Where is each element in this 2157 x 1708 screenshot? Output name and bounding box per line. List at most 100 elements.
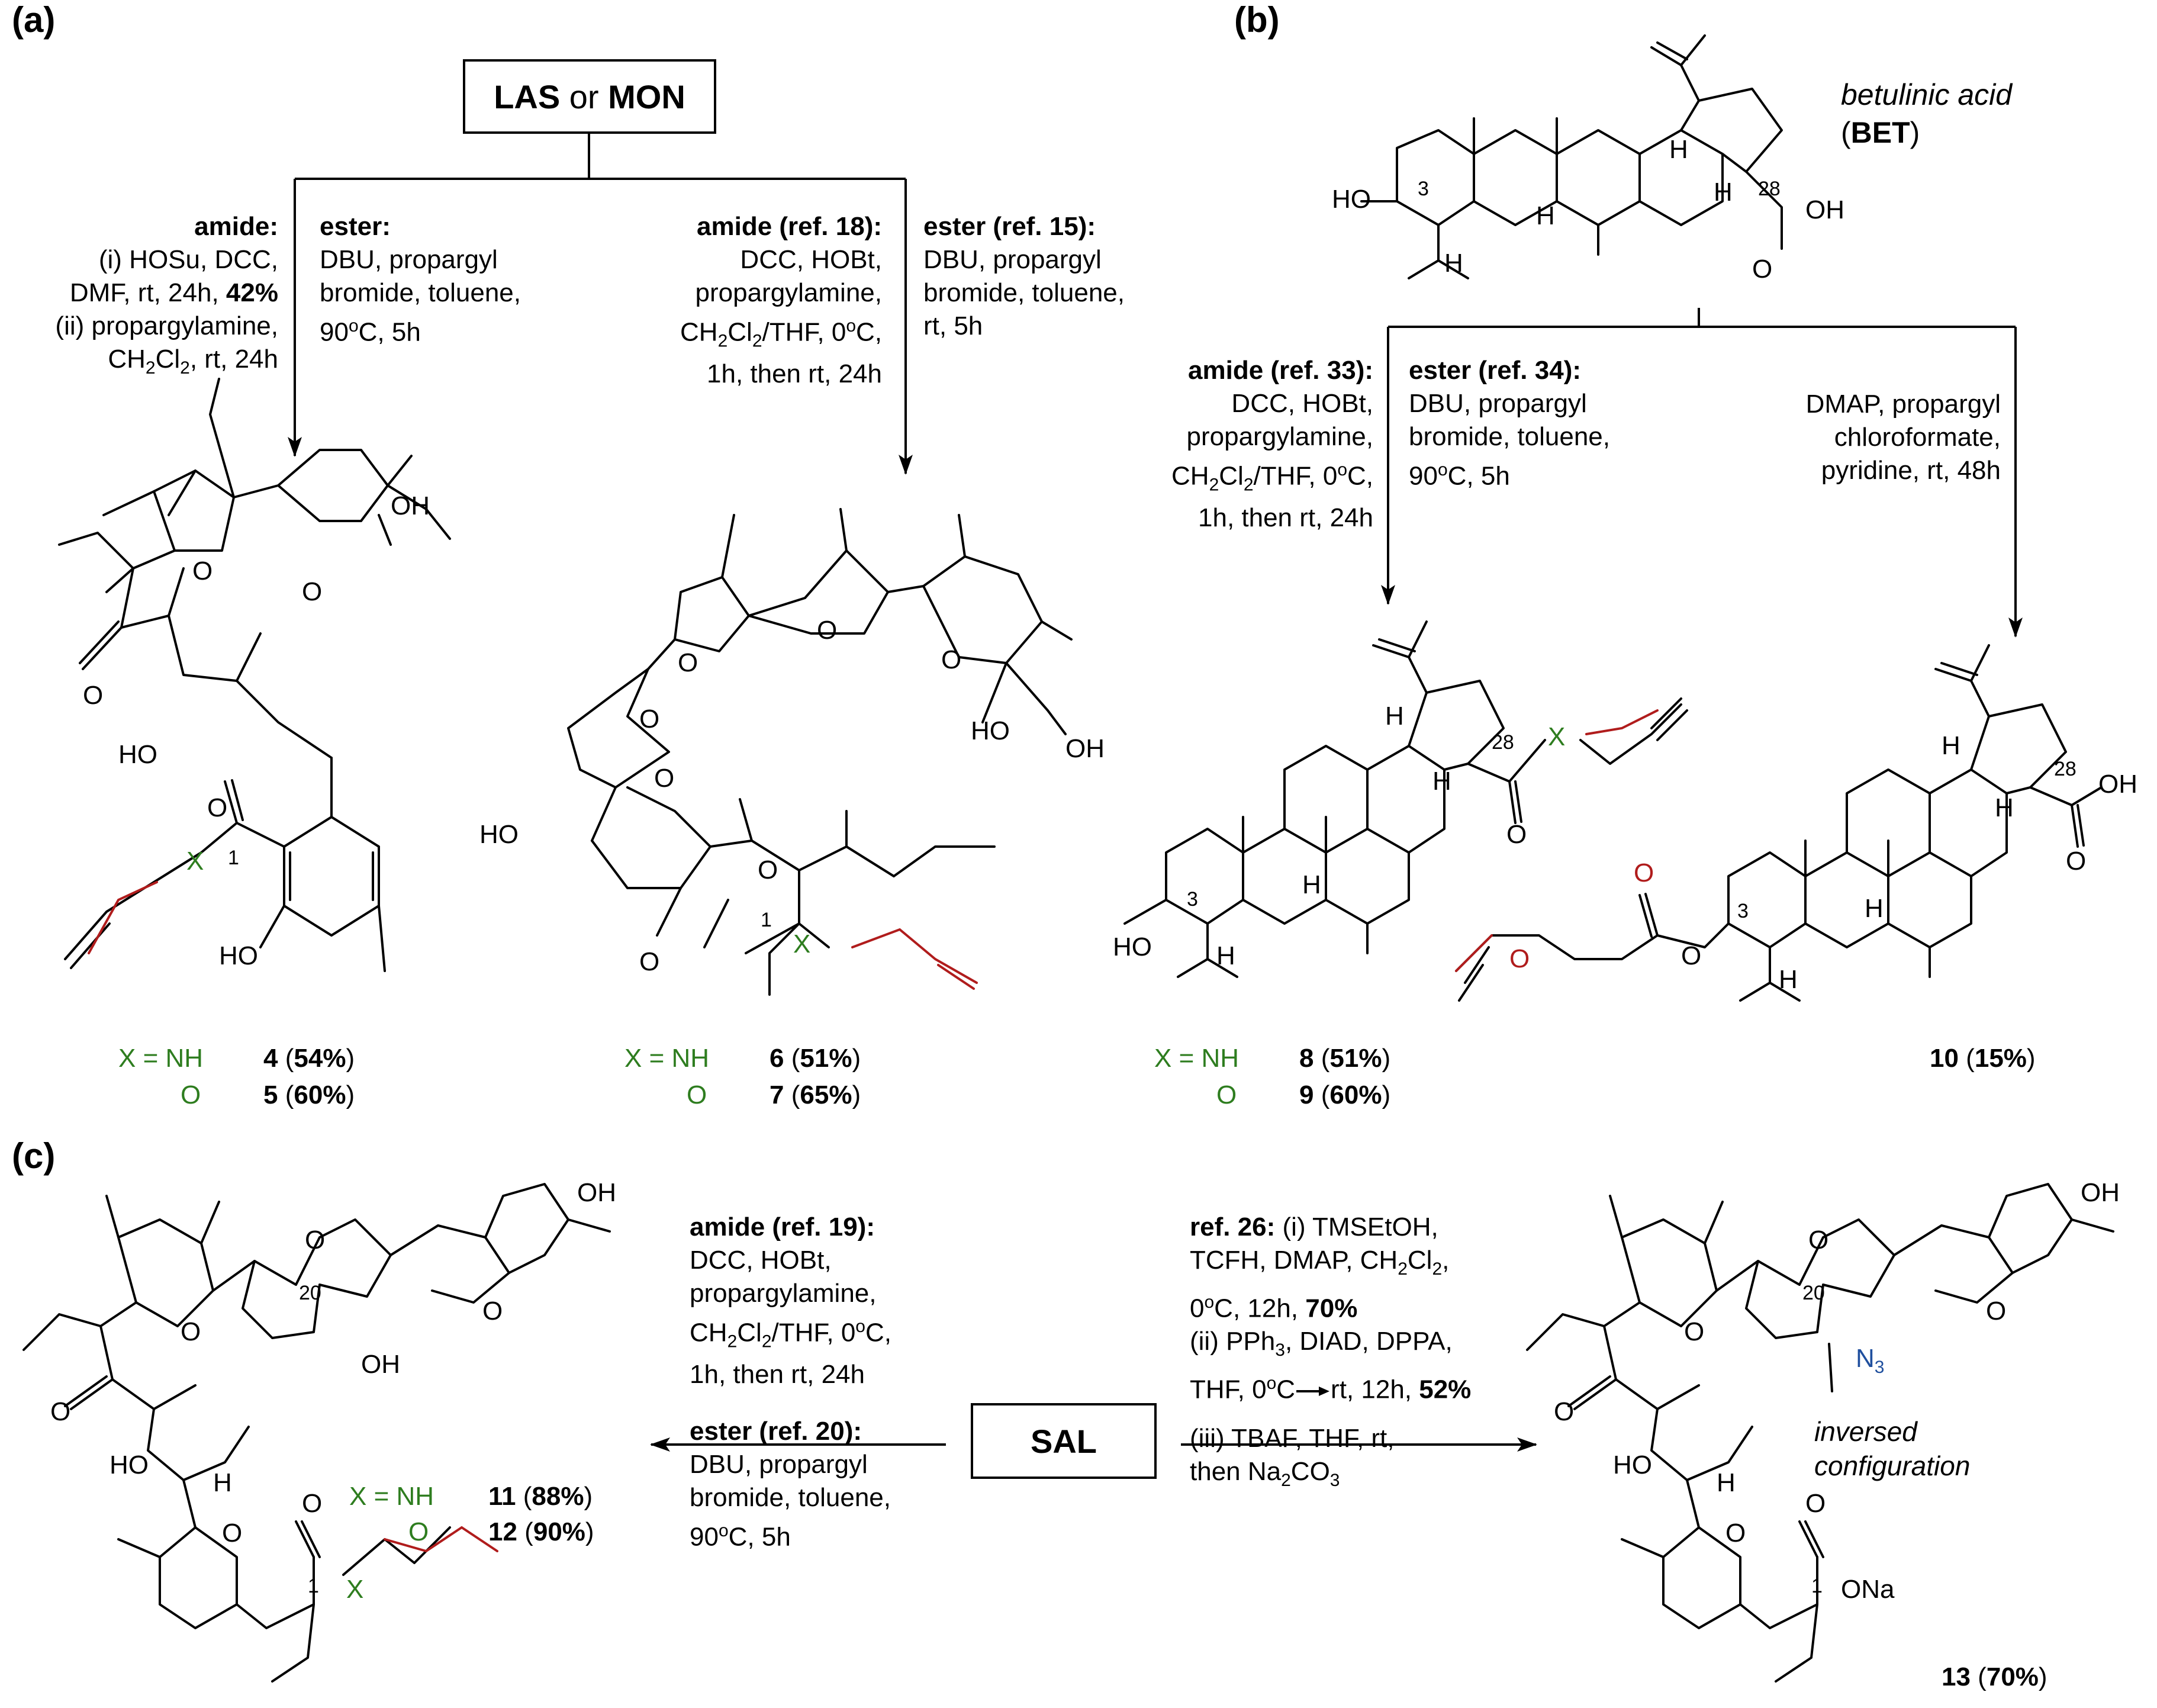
- mon-propargyl: [851, 928, 978, 990]
- a-amide18-l1: DCC, HOBt,: [740, 245, 882, 274]
- or-label: or: [560, 78, 609, 115]
- cmpd-4: 4: [263, 1044, 278, 1073]
- p13-o4: O: [1725, 1519, 1746, 1548]
- p8-h3: H: [1385, 702, 1404, 731]
- b-amide-ref33-conditions: amide (ref. 33): DCC, HOBt, propargylami…: [1113, 354, 1373, 535]
- p10-h4: H: [1995, 793, 2014, 822]
- p13-oh-top: OH: [2081, 1178, 2120, 1207]
- a-amide18-l3: CH2Cl2/THF, 0oC,: [680, 316, 882, 351]
- bet-h4: H: [1714, 178, 1733, 207]
- bet-h1: H: [1444, 249, 1463, 278]
- betulinic-carbonate-structure: [1455, 644, 2103, 1002]
- mon-ho: HO: [971, 716, 1010, 745]
- panel-c-label: (c): [12, 1136, 56, 1176]
- yield-4: 54%: [294, 1044, 346, 1073]
- b-ester34-head: ester (ref. 34):: [1409, 356, 1582, 385]
- b-res1-o: O: [1216, 1080, 1237, 1109]
- cmpd-6: 6: [770, 1044, 784, 1073]
- las-x: X: [186, 847, 204, 876]
- yield-12: 90%: [533, 1517, 585, 1546]
- c-left-l7: 90oC, 5h: [690, 1521, 791, 1552]
- b-ester34-l1: DBU, propargyl: [1409, 389, 1587, 418]
- bet-ho: HO: [1332, 185, 1371, 214]
- c-right-l1-text: (i) TMSEtOH,: [1275, 1212, 1438, 1241]
- las-ketone-o: O: [83, 681, 104, 710]
- sal-ketone-o: O: [50, 1397, 71, 1426]
- sal-oh: OH: [361, 1350, 400, 1379]
- sal-propargyl: [384, 1526, 498, 1553]
- a-amide-head: amide:: [194, 212, 278, 241]
- c-right-l2: TCFH, DMAP, CH2Cl2,: [1190, 1246, 1450, 1279]
- a-res1-line1: 4 (54%): [263, 1044, 355, 1073]
- p13-o3: O: [1986, 1297, 2007, 1326]
- sal-carbonyl-o: O: [302, 1489, 323, 1518]
- p13-c20: 20: [1802, 1282, 1825, 1304]
- bet-abbrev: BET: [1850, 116, 1910, 149]
- b-amide33-l3: CH2Cl2/THF, 0oC,: [1171, 460, 1373, 495]
- bet-oh: OH: [1805, 195, 1844, 224]
- p10-oh: OH: [2098, 770, 2137, 799]
- p13-h: H: [1717, 1468, 1736, 1497]
- p13-ketone-o: O: [1554, 1397, 1575, 1426]
- cmpd-13: 13: [1942, 1662, 1971, 1691]
- c-right-l7: then Na2CO3: [1190, 1456, 1340, 1490]
- las-oh-top: OH: [391, 491, 430, 520]
- c-ester20-head: ester (ref. 20):: [690, 1417, 862, 1446]
- mon-o5: O: [654, 764, 675, 793]
- bet-o: O: [1752, 255, 1773, 284]
- cmpd-9: 9: [1299, 1080, 1314, 1109]
- mon-oh: OH: [1065, 734, 1105, 763]
- sal-o1: O: [181, 1317, 201, 1346]
- cmpd-12: 12: [488, 1517, 517, 1546]
- a-ester-ref15-conditions: ester (ref. 15): DBU, propargyl bromide,…: [923, 210, 1125, 343]
- a-ester15-l3: rt, 5h: [923, 311, 983, 340]
- a-ester15-head: ester (ref. 15):: [923, 212, 1096, 241]
- p8-x: X: [1548, 722, 1566, 751]
- a-ester15-l2: bromide, toluene,: [923, 278, 1125, 307]
- inversed-note-line2: configuration: [1814, 1450, 1971, 1481]
- a-ester15-l1: DBU, propargyl: [923, 245, 1102, 274]
- p13-o1: O: [1684, 1317, 1705, 1346]
- a-ester-l1: DBU, propargyl: [320, 245, 498, 274]
- las-o2: O: [302, 577, 323, 606]
- c-res1-line2: 12 (90%): [488, 1517, 594, 1546]
- a-ester-l3: 90oC, 5h: [320, 316, 421, 347]
- bet-amide-propargyl: [1585, 709, 1659, 735]
- sal-o3: O: [482, 1297, 503, 1326]
- sal-o4: O: [222, 1519, 243, 1548]
- b-carbonate-conditions: DMAP, propargyl chloroformate, pyridine,…: [1776, 388, 2001, 487]
- betulinic-amide-structure: [1123, 620, 1688, 978]
- c-ref26-head: ref. 26:: [1190, 1212, 1276, 1241]
- p8-h2: H: [1302, 870, 1321, 899]
- p10-h3: H: [1942, 731, 1960, 760]
- p10-o: O: [2066, 847, 2087, 876]
- las-o1: O: [192, 557, 213, 586]
- a-ester-head: ester:: [320, 212, 391, 241]
- c-left-conditions: amide (ref. 19): DCC, HOBt, propargylami…: [690, 1211, 891, 1554]
- bet-title-line1: betulinic acid: [1841, 78, 2013, 111]
- mon-o3: O: [941, 645, 962, 674]
- a-amide-conditions: amide: (i) HOSu, DCC, DMF, rt, 24h, 42% …: [0, 210, 278, 385]
- p10-o1: O: [1509, 944, 1530, 973]
- b-amide33-l4: 1h, then rt, 24h: [1198, 503, 1373, 533]
- yield-5: 60%: [294, 1080, 346, 1109]
- p13-n3: N3: [1856, 1344, 1885, 1377]
- c-left-l3: CH2Cl2/THF, 0oC,: [690, 1317, 891, 1352]
- las-structure: [58, 378, 451, 972]
- b-amide33-l2: propargylamine,: [1186, 422, 1374, 451]
- yield-13: 70%: [1986, 1662, 2039, 1691]
- sal-c1: 1: [308, 1575, 319, 1597]
- las-ester-o: O: [207, 793, 228, 822]
- c-right-l3: 0oC, 12h, 70%: [1190, 1292, 1358, 1323]
- mon-structure: [567, 508, 1073, 996]
- c-left-l4: 1h, then rt, 24h: [690, 1360, 865, 1389]
- p13-ona: ONa: [1841, 1575, 1895, 1604]
- a-res2-line1: 6 (51%): [770, 1044, 861, 1073]
- c-right-yield2: 52%: [1419, 1375, 1472, 1404]
- a-res2-line2: 7 (65%): [770, 1080, 861, 1109]
- c-left-l2: propargylamine,: [690, 1279, 877, 1308]
- cmpd-11: 11: [488, 1482, 516, 1511]
- p10-c3: 3: [1737, 900, 1749, 922]
- bet-paren-open: (: [1841, 116, 1851, 149]
